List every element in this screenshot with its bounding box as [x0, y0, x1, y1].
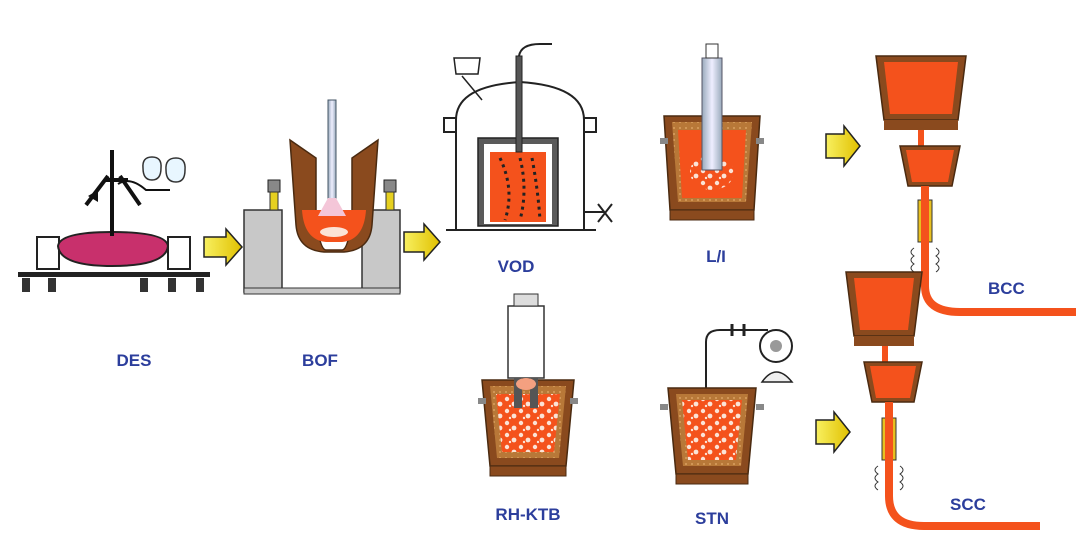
rhktb-steel-bath	[496, 394, 560, 452]
rhktb-snorkel-down	[530, 378, 538, 408]
stn-wire-feed	[705, 329, 768, 460]
label-vod: VOD	[498, 257, 535, 276]
bcc-strand	[921, 186, 1076, 316]
scc-station: SCC	[845, 271, 1040, 530]
bof-trunnion-right	[383, 179, 397, 193]
label-stn: STN	[695, 509, 729, 528]
bof-steel-bath	[302, 210, 366, 242]
bof-lance	[327, 99, 337, 201]
li-station: L/I	[660, 43, 764, 266]
label-scc: SCC	[950, 495, 986, 514]
label-li: L/I	[706, 247, 726, 266]
bof-support-left	[243, 209, 283, 293]
li-injection-plume	[690, 154, 734, 190]
vod-lance-hose	[518, 43, 552, 57]
valve-icon	[88, 190, 98, 202]
arrow-des-to-bof	[203, 227, 244, 267]
des-station: DES	[18, 150, 210, 370]
label-des: DES	[117, 351, 152, 370]
arrow-bof-to-vod	[403, 222, 442, 262]
bof-base	[243, 287, 401, 295]
torpedo-ladle	[56, 230, 170, 268]
arrow-to-bcc	[825, 123, 861, 169]
bof-slag-foam	[320, 227, 348, 237]
gas-cylinder-1	[142, 156, 162, 181]
vod-lance	[515, 55, 523, 153]
valve-icon	[597, 203, 613, 223]
car-end-left	[36, 236, 60, 270]
li-lance	[701, 57, 723, 171]
label-bcc: BCC	[988, 279, 1025, 298]
lance-assembly	[84, 150, 142, 236]
car-end-right	[167, 236, 191, 270]
bof-oxygen-jet	[318, 198, 346, 216]
label-bof: BOF	[302, 351, 338, 370]
vod-station: VOD	[443, 43, 613, 276]
vod-alloy-hopper	[453, 57, 481, 75]
arrow-to-scc	[815, 409, 851, 455]
stn-station: STN	[660, 324, 794, 528]
rhktb-station: RH-KTB	[478, 293, 578, 524]
rail-track	[18, 272, 210, 292]
feed-line	[117, 180, 170, 191]
bof-trunnion-left	[267, 179, 281, 193]
rhktb-vacuum-vessel	[507, 305, 545, 379]
stn-feeder-stand	[760, 371, 794, 383]
gas-cylinder-2	[165, 157, 186, 183]
rhktb-snorkel-up	[514, 378, 522, 408]
label-rhktb: RH-KTB	[495, 505, 560, 524]
stn-steel-bath	[682, 400, 742, 460]
bof-station: BOF	[243, 99, 401, 370]
vod-bubble-plume	[498, 157, 542, 221]
bcc-station: BCC	[875, 55, 1076, 316]
scc-strand	[885, 402, 1040, 530]
